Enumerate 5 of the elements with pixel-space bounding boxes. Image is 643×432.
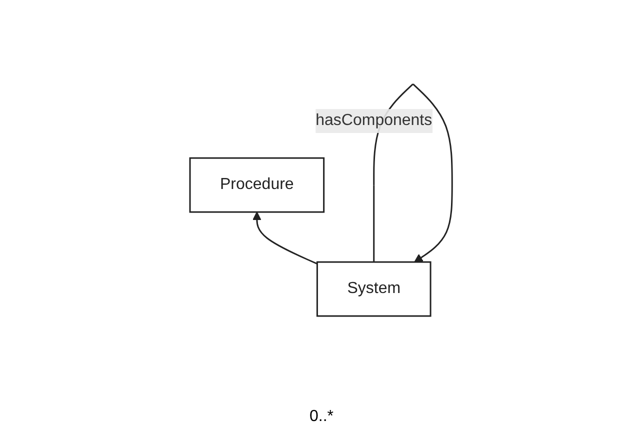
multiplicity-label: 0..* [309,408,334,425]
node-box: System [316,261,432,317]
node-box: Procedure [190,157,325,213]
arrow [252,212,318,265]
edge-label: hasComponents [316,112,433,130]
